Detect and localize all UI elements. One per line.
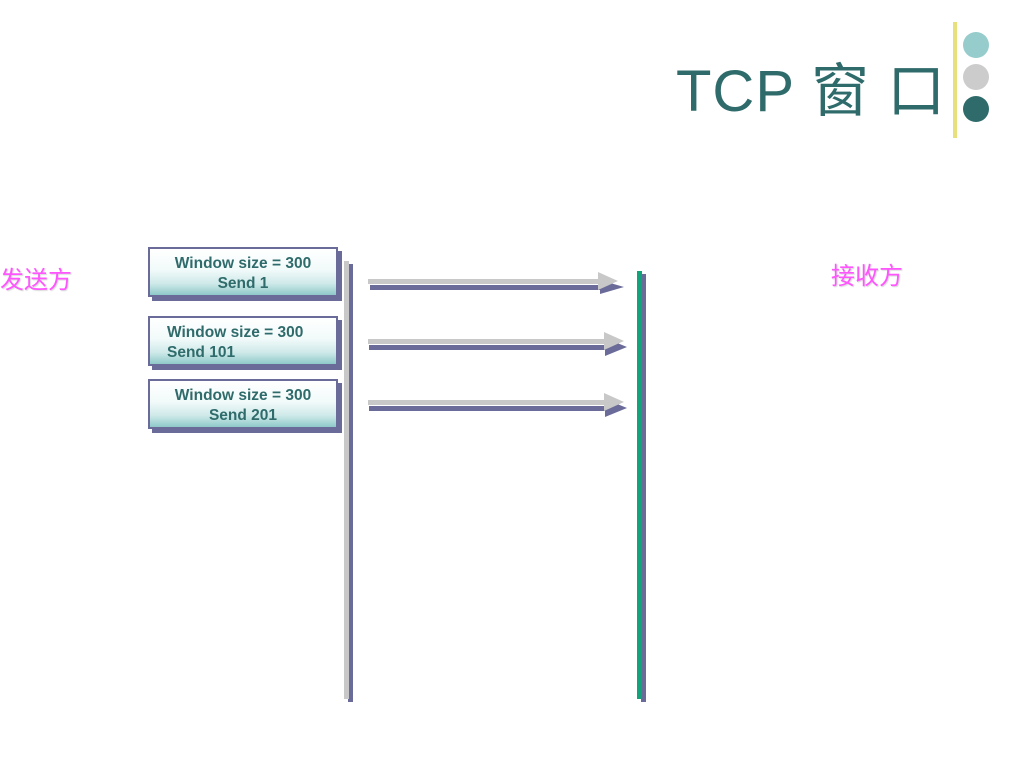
- packet-2-window: Window size = 300: [167, 324, 304, 341]
- decor-dot-3: [963, 96, 989, 122]
- sender-lifeline-shadow: [348, 264, 353, 702]
- title-accent-rule: [953, 22, 957, 138]
- receiver-lifeline: [637, 271, 642, 699]
- sender-lifeline: [344, 261, 349, 699]
- receiver-lifeline-shadow: [641, 274, 646, 702]
- slide-title: TCP 窗 口: [676, 59, 947, 124]
- packet-box-3: Window size = 300 Send 201: [148, 379, 338, 429]
- packet-box-1: Window size = 300 Send 1: [148, 247, 338, 297]
- arrow-1: [368, 272, 624, 294]
- arrow-3: [368, 393, 627, 417]
- sender-label: 发送方: [0, 266, 72, 294]
- decor-dot-1: [963, 32, 989, 58]
- packet-3-window: Window size = 300: [174, 387, 312, 404]
- packet-1-window: Window size = 300: [174, 255, 312, 272]
- arrow-2: [368, 332, 627, 356]
- decor-dot-2: [963, 64, 989, 90]
- packet-box-2: Window size = 300 Send 101: [148, 316, 338, 366]
- packet-1-send: Send 1: [217, 275, 269, 292]
- receiver-label: 接收方: [831, 262, 903, 290]
- packet-2-send: Send 101: [167, 344, 236, 361]
- packet-3-send: Send 201: [208, 407, 278, 424]
